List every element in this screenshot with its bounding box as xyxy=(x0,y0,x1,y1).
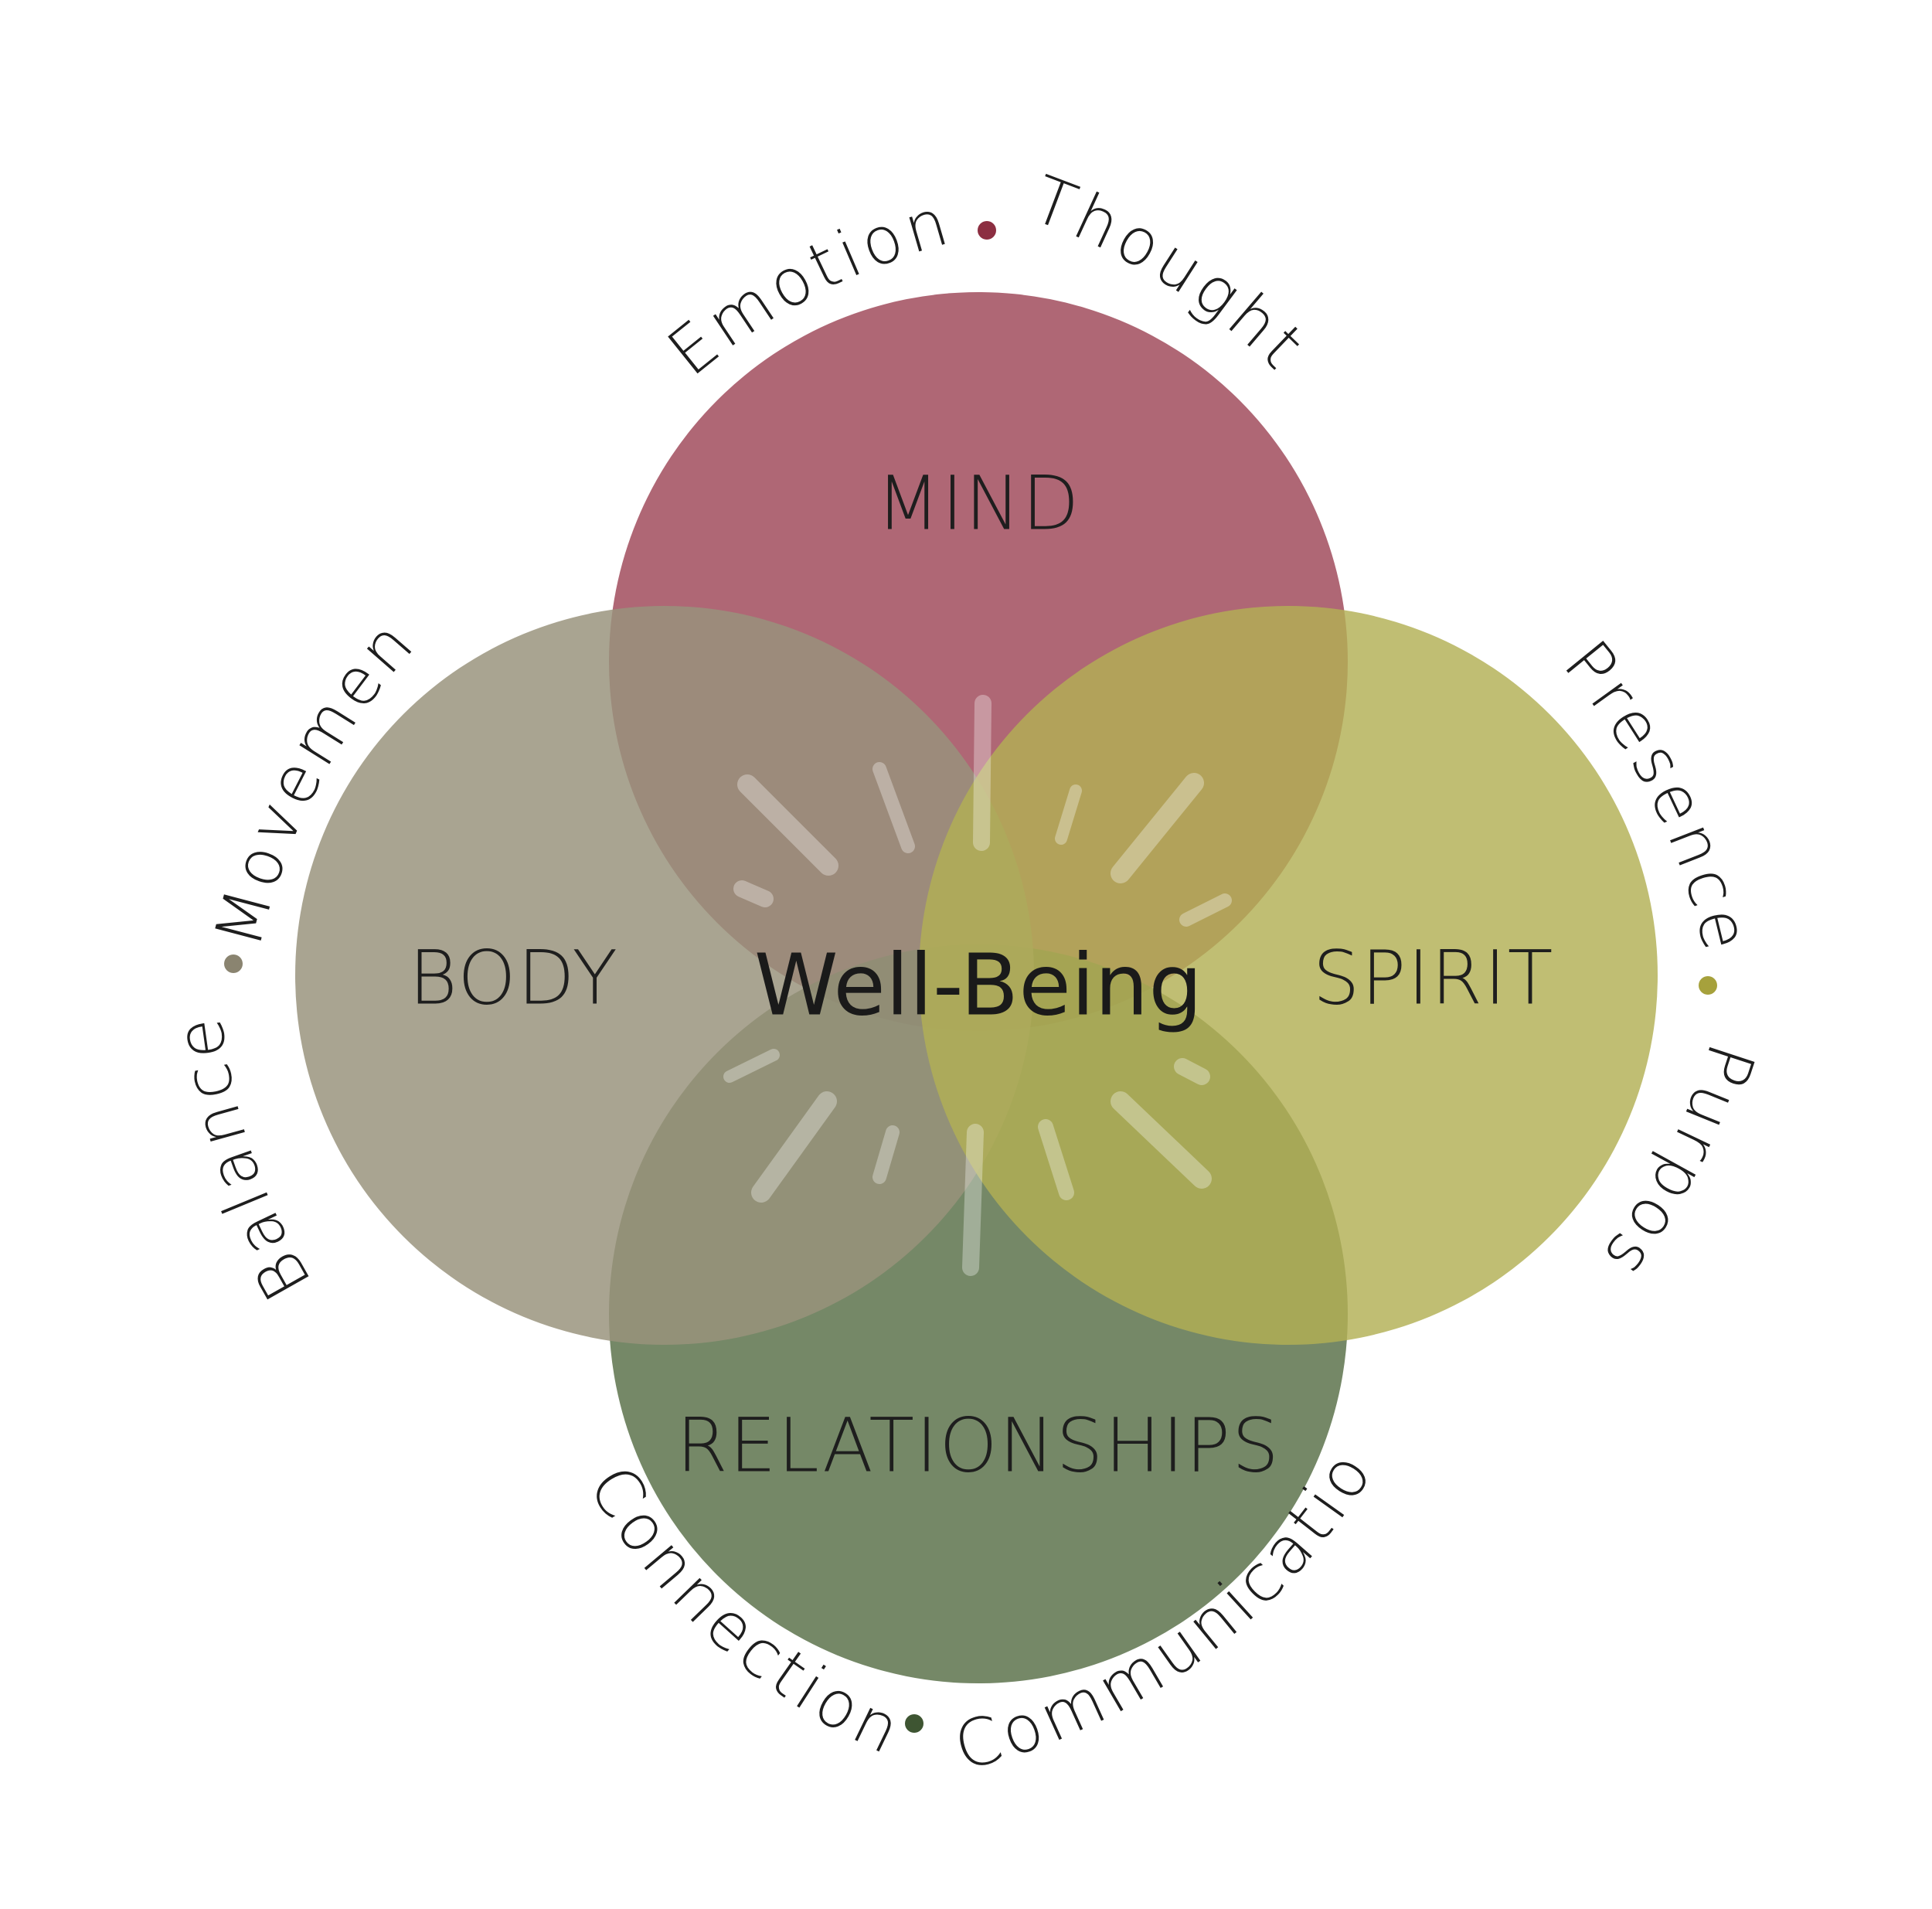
body-label: BODY xyxy=(409,934,619,1021)
mind-separator-dot xyxy=(978,221,996,240)
relationships-separator-dot xyxy=(905,1714,923,1733)
spirit-label: SPIRIT xyxy=(1313,934,1555,1021)
center-rays xyxy=(723,695,1232,1276)
body-circle xyxy=(295,606,1034,1345)
body-word-balance: Balance xyxy=(161,1009,326,1313)
spirit-separator-dot xyxy=(1699,976,1717,995)
body-separator-dot xyxy=(224,954,243,973)
relationships-label: RELATIONSHIPS xyxy=(676,1402,1281,1489)
mind-label: MIND xyxy=(876,460,1081,546)
center-label: Well-Being xyxy=(754,935,1202,1034)
spirit-circle xyxy=(919,606,1658,1345)
